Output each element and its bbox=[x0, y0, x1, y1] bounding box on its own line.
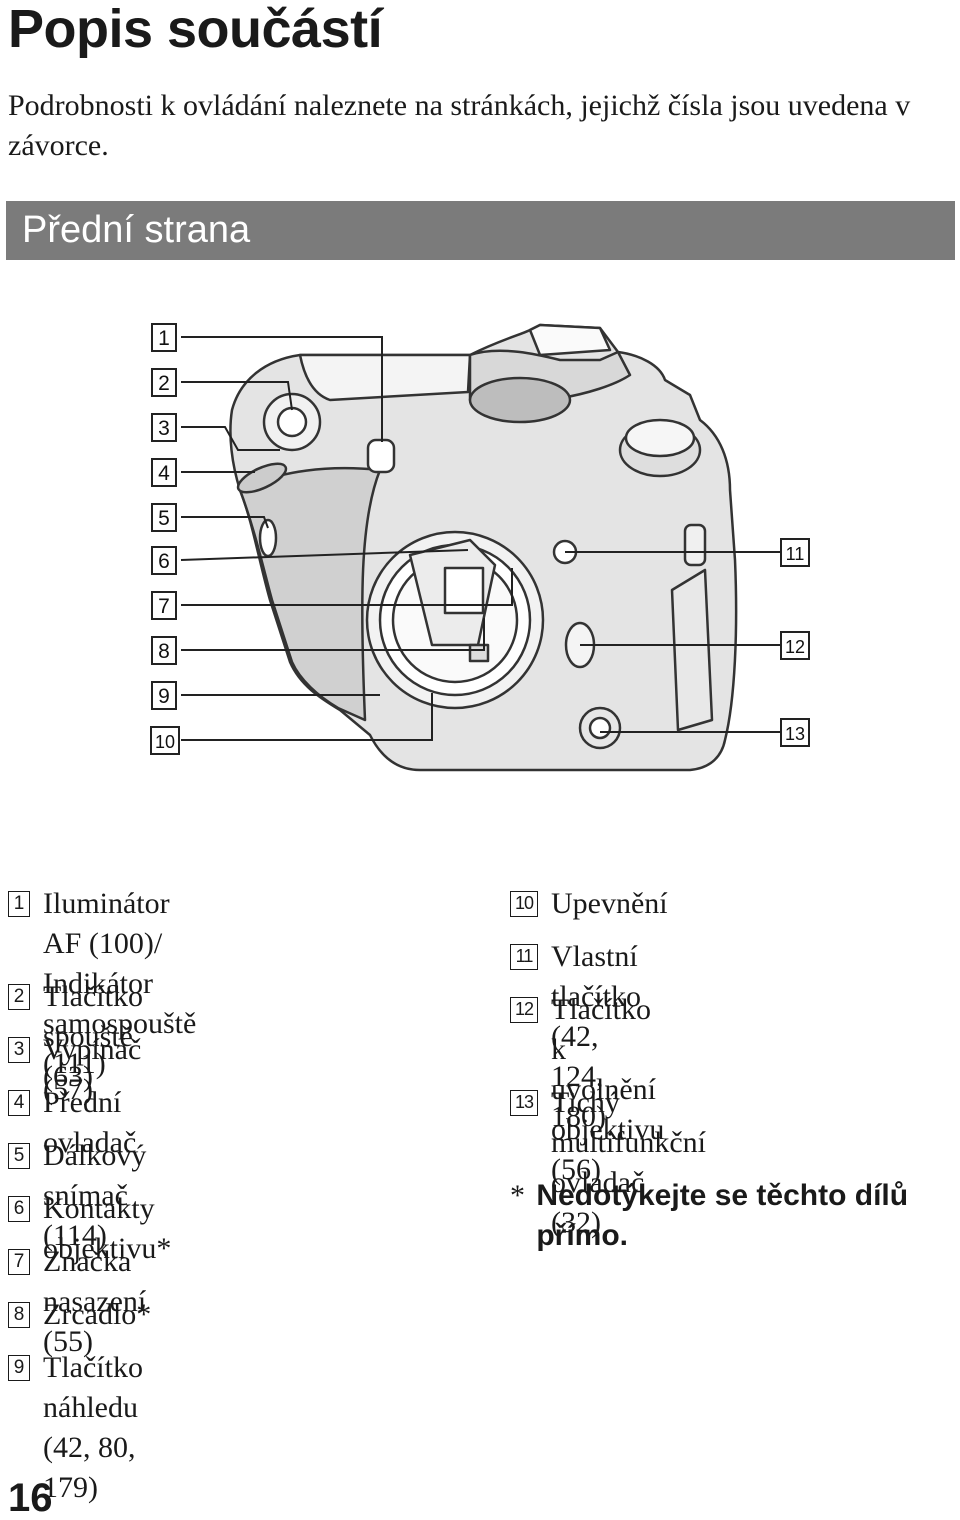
legend-item: 5 Dálkový snímač (114) bbox=[8, 1136, 146, 1256]
page-number: 16 bbox=[8, 1476, 53, 1520]
legend-text: Dálkový snímač (114) bbox=[43, 1139, 147, 1252]
legend-item: 11 Vlastní tlačítko (42, 124, 180) bbox=[510, 937, 641, 1137]
callout-8: 8 bbox=[158, 640, 170, 663]
legend-item: 4 Přední ovladač bbox=[8, 1083, 136, 1163]
callout-6: 6 bbox=[158, 550, 170, 573]
callout-5: 5 bbox=[158, 507, 170, 530]
legend-num: 10 bbox=[510, 891, 538, 917]
legend-text: Tichý multifunkční ovladač (32) bbox=[551, 1086, 706, 1239]
legend-num: 11 bbox=[510, 944, 538, 970]
legend-text: Tlačítko spouště (63) bbox=[43, 980, 143, 1093]
legend-text: Značka nasazení (55) bbox=[43, 1245, 147, 1358]
legend-num: 4 bbox=[8, 1090, 30, 1116]
camera-front-illustration: 1 2 3 4 5 6 7 8 9 10 11 12 13 bbox=[150, 323, 810, 772]
legend-item: 8 Zrcadlo* bbox=[8, 1295, 151, 1335]
legend-text: Zrcadlo* bbox=[43, 1298, 152, 1331]
legend-item: 7 Značka nasazení (55) bbox=[8, 1242, 146, 1362]
legend-text: Kontakty objektivu* bbox=[43, 1192, 172, 1265]
callout-10: 10 bbox=[155, 732, 175, 752]
legend-item: 6 Kontakty objektivu* bbox=[8, 1189, 171, 1269]
callout-1: 1 bbox=[158, 327, 170, 350]
legend-num: 3 bbox=[8, 1037, 30, 1063]
legend-num: 8 bbox=[8, 1302, 30, 1328]
legend-num: 1 bbox=[8, 891, 30, 917]
callout-4: 4 bbox=[158, 462, 170, 485]
callout-3: 3 bbox=[158, 417, 170, 440]
section-header-bar: Přední strana bbox=[6, 201, 955, 260]
legend-text: Vypínač (57) bbox=[43, 1033, 142, 1106]
legend-num: 6 bbox=[8, 1196, 30, 1222]
legend-item: 1 Iluminátor AF (100)/ Indikátor samospo… bbox=[8, 884, 196, 1084]
intro-text: Podrobnosti k ovládání naleznete na strá… bbox=[8, 89, 911, 162]
legend-num: 9 bbox=[8, 1355, 30, 1381]
legend-text: Upevnění bbox=[551, 887, 668, 920]
legend-item: 3 Vypínač (57) bbox=[8, 1030, 141, 1110]
legend-item: 9 Tlačítko náhledu (42, 80, 179) bbox=[8, 1348, 143, 1508]
legend-num: 5 bbox=[8, 1143, 30, 1169]
note: * Nedotýkejte se těchto dílů přímo. bbox=[510, 1176, 950, 1256]
legend-text: Přední ovladač bbox=[43, 1086, 137, 1159]
legend-text: Tlačítko k uvolnění objektivu (56) bbox=[551, 993, 665, 1186]
callout-12: 12 bbox=[785, 637, 805, 657]
callout-13: 13 bbox=[785, 724, 805, 744]
legend-num: 7 bbox=[8, 1249, 30, 1275]
legend-text: Iluminátor AF (100)/ Indikátor samospouš… bbox=[43, 887, 197, 1080]
legend-num: 13 bbox=[510, 1090, 538, 1116]
callout-11: 11 bbox=[786, 544, 805, 564]
callout-2: 2 bbox=[158, 372, 170, 395]
legend-num: 12 bbox=[510, 997, 538, 1023]
legend-item: 12 Tlačítko k uvolnění objektivu (56) bbox=[510, 990, 664, 1190]
legend-text: Tlačítko náhledu (42, 80, 179) bbox=[43, 1351, 143, 1504]
legend-num: 2 bbox=[8, 984, 30, 1010]
legend-item: 13 Tichý multifunkční ovladač (32) bbox=[510, 1083, 706, 1243]
section-title: Přední strana bbox=[22, 209, 251, 251]
legend-text: Vlastní tlačítko (42, 124, 180) bbox=[551, 940, 641, 1133]
legend-item: 2 Tlačítko spouště (63) bbox=[8, 977, 143, 1097]
legend-item: 10 Upevnění bbox=[510, 884, 668, 924]
note-mark: * bbox=[510, 1179, 525, 1212]
page-title: Popis součástí bbox=[8, 0, 383, 59]
callout-7: 7 bbox=[158, 595, 170, 618]
callout-9: 9 bbox=[158, 685, 170, 708]
note-text: Nedotýkejte se těchto dílů přímo. bbox=[536, 1179, 909, 1252]
